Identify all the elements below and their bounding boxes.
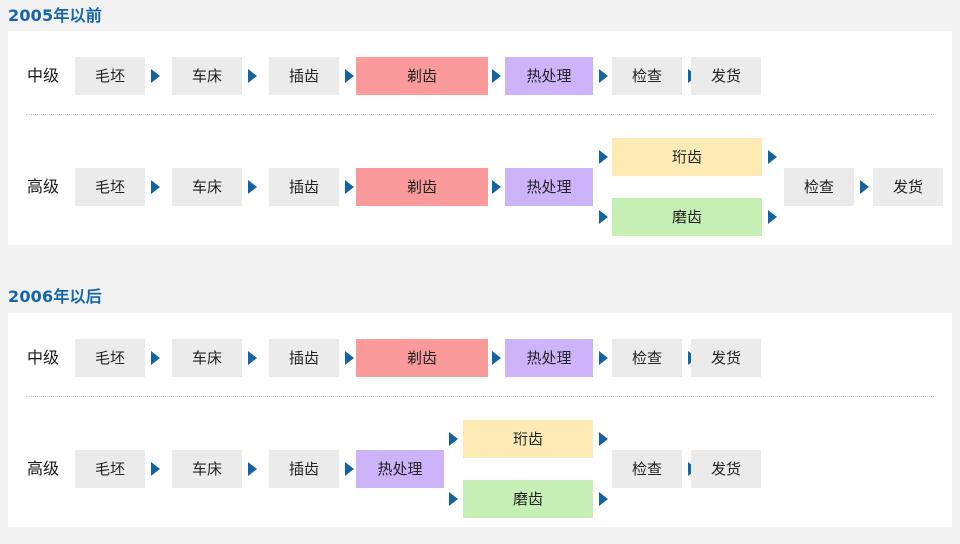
step-grinding[interactable]: 磨齿	[612, 198, 762, 236]
step-blank[interactable]: 毛坯	[75, 168, 145, 206]
arrow-right-icon	[599, 492, 608, 506]
section-title-2006: 2006年以后	[8, 287, 102, 306]
step-lathe[interactable]: 车床	[172, 450, 242, 488]
arrow-right-icon	[248, 462, 257, 476]
step-grinding[interactable]: 磨齿	[463, 480, 593, 518]
arrow-right-icon	[768, 150, 777, 164]
arrow-right-icon	[345, 462, 354, 476]
step-shaving[interactable]: 剃齿	[356, 57, 488, 95]
step-blank[interactable]: 毛坯	[75, 57, 145, 95]
arrow-right-icon	[345, 351, 354, 365]
step-inspection[interactable]: 检查	[784, 168, 854, 206]
row-divider	[26, 396, 934, 397]
arrow-right-icon	[248, 69, 257, 83]
stage-label-advanced: 高级	[27, 459, 60, 478]
arrow-right-icon	[345, 180, 354, 194]
section-title-2005: 2005年以前	[8, 6, 102, 25]
step-gear-shaping[interactable]: 插齿	[269, 450, 339, 488]
arrow-right-icon	[151, 180, 160, 194]
arrow-right-icon	[492, 351, 501, 365]
step-honing[interactable]: 珩齿	[612, 138, 762, 176]
arrow-right-icon	[768, 210, 777, 224]
arrow-right-icon	[599, 210, 608, 224]
arrow-right-icon	[449, 492, 458, 506]
step-heat-treatment[interactable]: 热处理	[505, 168, 593, 206]
step-lathe[interactable]: 车床	[172, 339, 242, 377]
step-heat-treatment[interactable]: 热处理	[356, 450, 444, 488]
section-card-2006: 中级 毛坯 车床 插齿 剃齿 热处理 检查 发货 高级 毛坯 车床 插齿 热处理	[8, 313, 952, 527]
step-gear-shaping[interactable]: 插齿	[269, 339, 339, 377]
arrow-right-icon	[345, 69, 354, 83]
step-shaving[interactable]: 剃齿	[356, 168, 488, 206]
step-shipping[interactable]: 发货	[691, 450, 761, 488]
stage-label-intermediate: 中级	[27, 66, 60, 85]
section-card-2005: 中级 毛坯 车床 插齿 剃齿 热处理 检查 发货 高级 毛坯 车床 插齿 剃齿	[8, 31, 952, 245]
step-blank[interactable]: 毛坯	[75, 339, 145, 377]
step-heat-treatment[interactable]: 热处理	[505, 339, 593, 377]
step-lathe[interactable]: 车床	[172, 57, 242, 95]
step-shipping[interactable]: 发货	[873, 168, 943, 206]
step-gear-shaping[interactable]: 插齿	[269, 57, 339, 95]
arrow-right-icon	[151, 351, 160, 365]
row-divider	[26, 114, 934, 115]
step-inspection[interactable]: 检查	[612, 57, 682, 95]
arrow-right-icon	[492, 69, 501, 83]
flow-row-2005-advanced: 高级 毛坯 车床 插齿 剃齿 热处理 珩齿 磨齿 检查 发货	[8, 31, 952, 245]
flow-row-2006-advanced: 高级 毛坯 车床 插齿 热处理 珩齿 磨齿 检查 发货	[8, 313, 952, 527]
stage-label-advanced: 高级	[27, 177, 60, 196]
step-honing[interactable]: 珩齿	[463, 420, 593, 458]
arrow-right-icon	[449, 432, 458, 446]
arrow-right-icon	[599, 150, 608, 164]
step-blank[interactable]: 毛坯	[75, 450, 145, 488]
step-shipping[interactable]: 发货	[691, 57, 761, 95]
step-gear-shaping[interactable]: 插齿	[269, 168, 339, 206]
step-shaving[interactable]: 剃齿	[356, 339, 488, 377]
arrow-right-icon	[599, 351, 608, 365]
arrow-right-icon	[151, 69, 160, 83]
flow-row-2006-intermediate: 中级 毛坯 车床 插齿 剃齿 热处理 检查 发货	[8, 313, 952, 527]
arrow-right-icon	[151, 462, 160, 476]
step-inspection[interactable]: 检查	[612, 450, 682, 488]
stage-label-intermediate: 中级	[27, 348, 60, 367]
step-heat-treatment[interactable]: 热处理	[505, 57, 593, 95]
step-shipping[interactable]: 发货	[691, 339, 761, 377]
step-inspection[interactable]: 检查	[612, 339, 682, 377]
arrow-right-icon	[492, 180, 501, 194]
arrow-right-icon	[599, 432, 608, 446]
arrow-right-icon	[248, 351, 257, 365]
step-lathe[interactable]: 车床	[172, 168, 242, 206]
arrow-right-icon	[599, 69, 608, 83]
flow-row-2005-intermediate: 中级 毛坯 车床 插齿 剃齿 热处理 检查 发货	[8, 31, 952, 245]
arrow-right-icon	[248, 180, 257, 194]
arrow-right-icon	[860, 180, 869, 194]
